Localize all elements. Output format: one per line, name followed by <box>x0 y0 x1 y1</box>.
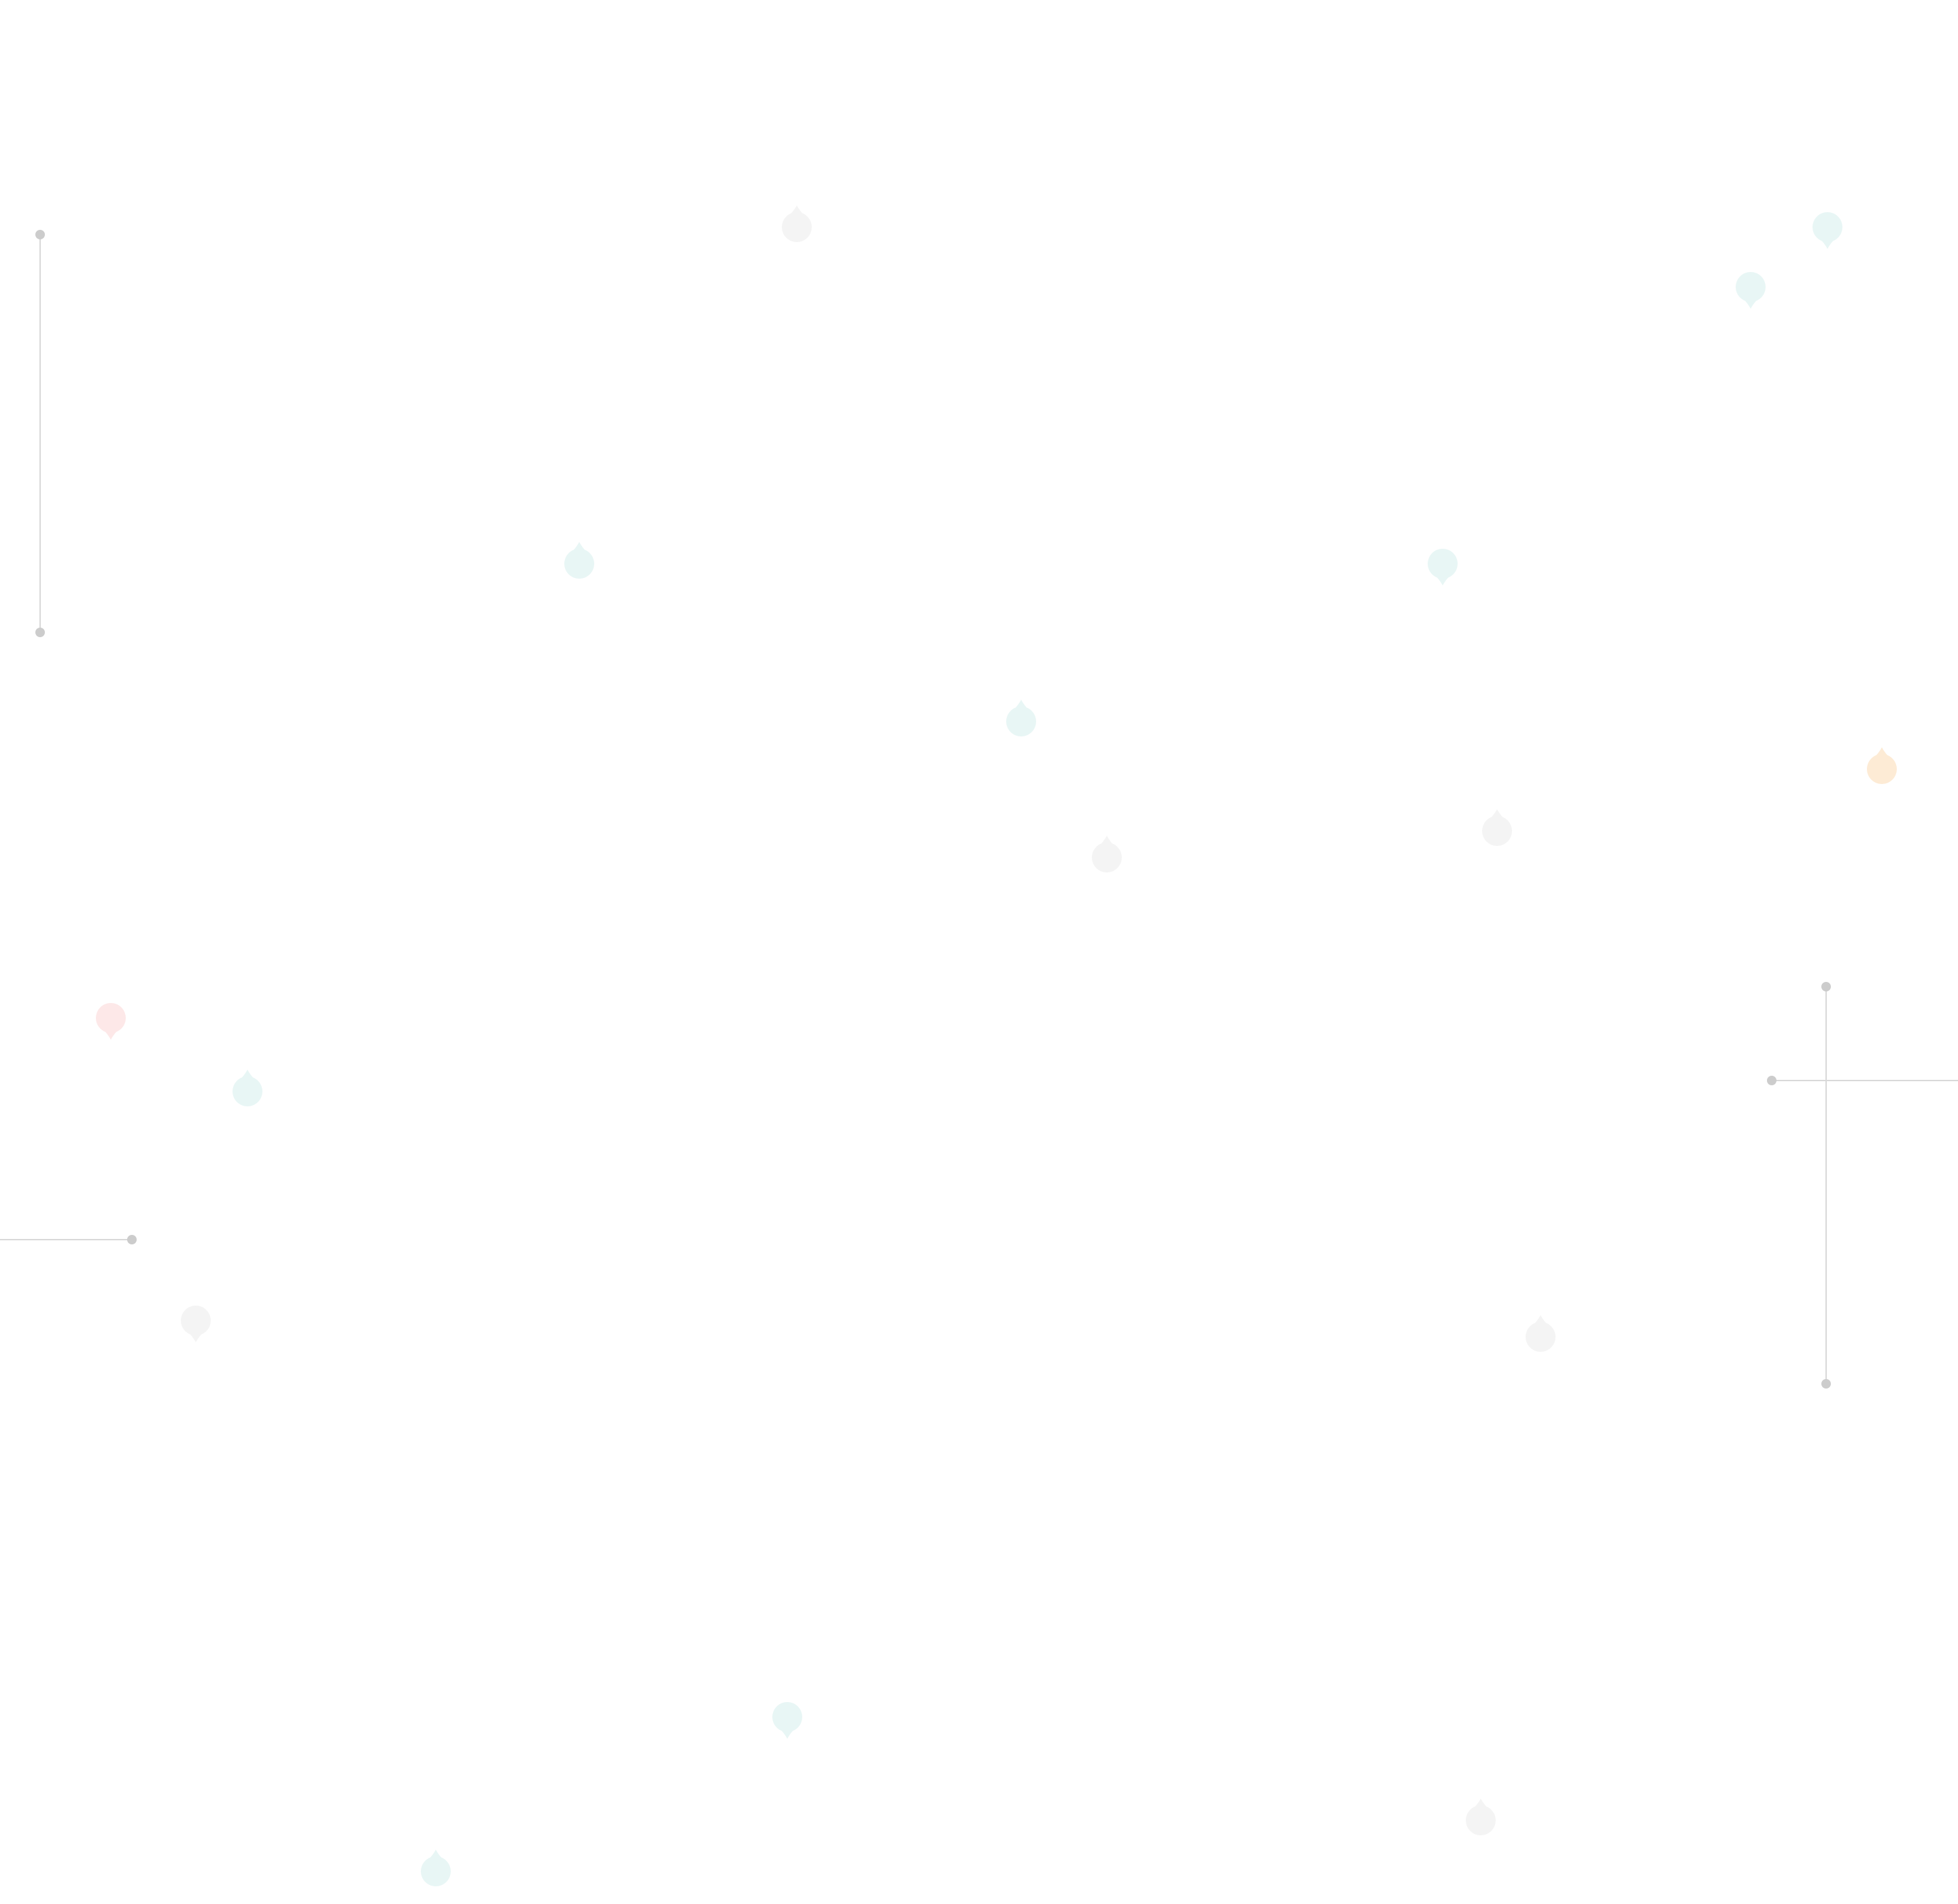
drop-shape-gray-up <box>1526 1315 1556 1352</box>
drop-shape-gray-up <box>1092 836 1122 872</box>
connector-node-dot <box>35 628 45 637</box>
drop-shape-teal-down <box>772 1702 802 1739</box>
drop-shape-gray-up <box>782 205 812 242</box>
drop-shape-teal-down <box>1736 272 1766 309</box>
connector-node-dot <box>127 1235 137 1244</box>
drop-shape-teal-down <box>1428 549 1458 585</box>
drop-shape-gray-down <box>181 1306 211 1342</box>
drop-shape-teal-up <box>564 542 594 579</box>
drop-shapes-layer <box>96 205 1897 1886</box>
drop-shape-teal-down <box>1813 212 1842 249</box>
connector-node-dot <box>1767 1076 1776 1085</box>
drop-shape-gray-up <box>1466 1799 1496 1835</box>
drop-shape-teal-up <box>233 1070 262 1106</box>
connector-node-dot <box>35 230 45 239</box>
drop-shape-teal-up <box>1006 700 1036 736</box>
drop-shape-gray-up <box>1482 809 1512 846</box>
connector-node-dot <box>1821 1379 1831 1389</box>
connector-node-dot <box>1821 982 1831 991</box>
drop-shape-pink-down <box>96 1003 126 1040</box>
drop-shape-teal-up <box>421 1850 451 1886</box>
connector-lines-layer <box>0 230 1958 1389</box>
drop-shape-peach-up <box>1867 747 1897 784</box>
